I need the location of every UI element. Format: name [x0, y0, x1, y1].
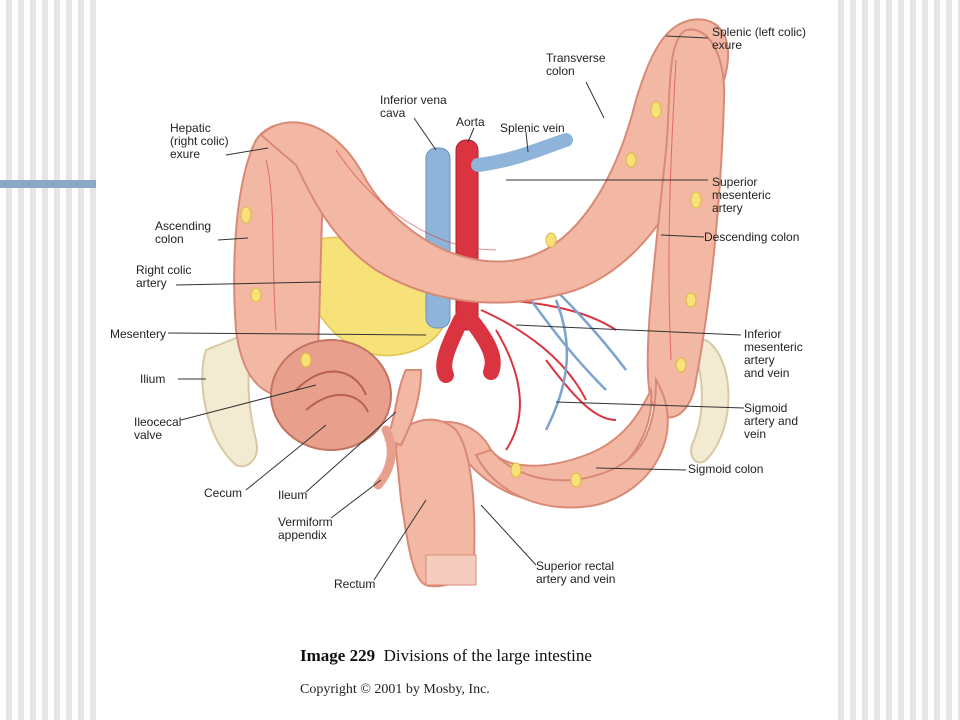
- label-ascending-colon: Ascending colon: [155, 219, 212, 246]
- ileocecal-valve-folds: [295, 370, 369, 413]
- label-splenic-vein: Splenic vein: [500, 121, 565, 135]
- right-stripe-background: [832, 0, 960, 720]
- label-ilium: Ilium: [140, 372, 166, 386]
- fat-tags: [240, 101, 702, 488]
- large-intestine-illustration: [167, 18, 745, 588]
- label-right-colic-artery: Right colic artery: [136, 263, 192, 290]
- label-ileum: Ileum: [278, 488, 308, 502]
- label-hepatic-flexure: Hepatic (right colic) exure: [170, 121, 229, 161]
- descending-colon-shape: [646, 28, 726, 419]
- accent-bar: [0, 180, 96, 188]
- copyright-notice: Copyright © 2001 by Mosby, Inc.: [300, 682, 490, 697]
- caption-number: Image 229: [300, 646, 376, 665]
- label-superior-rectal: Superior rectal artery and vein: [536, 559, 616, 586]
- label-superior-mesenteric-artery: Superior mesenteric artery: [712, 175, 771, 215]
- label-cecum: Cecum: [204, 486, 243, 500]
- label-sigmoid-colon: Sigmoid colon: [688, 462, 764, 476]
- ileum-shape: [384, 369, 423, 447]
- colon-vessel-details: [265, 59, 677, 361]
- sigmoid-loop-shape: [474, 376, 669, 509]
- iliac-arteries: [436, 312, 501, 383]
- transverse-colon-shape: [259, 18, 730, 304]
- label-inferior-vena-cava: Inferior vena cava: [380, 93, 447, 120]
- rectum-end: [425, 554, 477, 586]
- label-rectum: Rectum: [334, 577, 376, 591]
- label-descending-colon: Descending colon: [704, 230, 800, 244]
- left-stripe-background: [0, 0, 96, 720]
- leader-lines: [167, 35, 745, 581]
- label-splenic-flexure: Splenic (left colic) exure: [712, 25, 807, 52]
- label-vermiform-appendix: Vermiform appendix: [278, 515, 333, 542]
- caption-text: Divisions of the large intestine: [383, 646, 592, 665]
- label-sigmoid-artery-vein: Sigmoid artery and vein: [744, 401, 799, 441]
- label-mesentery: Mesentery: [110, 327, 167, 341]
- figure-caption: Image 229 Divisions of the large intesti…: [300, 646, 592, 666]
- vermiform-appendix-shape: [373, 425, 396, 490]
- ilium-right-bone: [689, 339, 730, 464]
- label-transverse-colon: Transverse colon: [546, 51, 606, 78]
- cecum-shape: [270, 339, 392, 451]
- label-inferior-mesenteric: Inferior mesenteric artery and vein: [744, 327, 803, 380]
- splenic-vein-vessel: [471, 133, 573, 172]
- label-ileocecal-valve: Ileocecal valve: [134, 415, 182, 442]
- label-aorta: Aorta: [456, 115, 485, 129]
